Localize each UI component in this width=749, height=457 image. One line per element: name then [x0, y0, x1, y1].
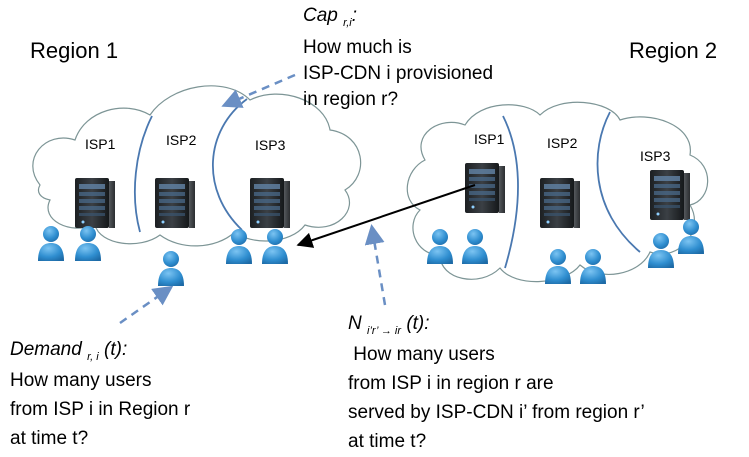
server-icon-r2-isp2 — [540, 178, 580, 228]
n-flow-symbol: N — [348, 313, 362, 334]
server-icon-r1-isp1 — [75, 178, 115, 228]
n-flow-annotation-line-1: How many users — [348, 344, 495, 365]
n-flow-subscript: i’r’ → ir — [367, 325, 402, 337]
demand-annotation-line-1: How many users — [10, 370, 152, 391]
user-icon-r1-isp1-b — [75, 226, 101, 261]
demand-annotation-title: Demand r, i (t): — [10, 338, 127, 369]
cap-annotation-title: Cap r,i: — [303, 4, 357, 35]
cap-symbol: Cap — [303, 5, 338, 26]
region-1-isp-divider-2 — [212, 98, 248, 231]
redirect-arrow — [296, 184, 476, 248]
user-icon-r1-isp1-a — [38, 226, 64, 261]
server-icon-r2-isp1 — [465, 163, 505, 213]
n-flow-suffix: (t): — [406, 313, 430, 334]
demand-annotation-line-3: at time t? — [10, 428, 89, 449]
server-icon-r1-isp3 — [250, 178, 290, 228]
region-1-title: Region 1 — [30, 38, 119, 63]
demand-annotation-line-2: from ISP i in Region r — [10, 399, 191, 420]
cap-annotation-line-1: How much is — [303, 37, 412, 58]
cap-annotation-line-3: in region r? — [303, 89, 399, 110]
region-2-title: Region 2 — [629, 38, 718, 63]
cap-pointer-arrow — [221, 73, 296, 108]
r2-isp1-label: ISP1 — [474, 131, 505, 147]
r2-isp3-label: ISP3 — [640, 148, 671, 164]
user-icon-r1-isp2 — [158, 251, 184, 286]
region-2-isp-divider-1 — [502, 115, 519, 269]
n-flow-pointer-arrow — [364, 224, 387, 306]
r1-isp1-label: ISP1 — [85, 136, 116, 152]
demand-pointer-arrow — [119, 285, 174, 325]
r1-isp3-label: ISP3 — [255, 137, 286, 153]
server-icon-r1-isp2 — [155, 178, 195, 228]
server-icon-r2-isp3 — [650, 170, 690, 220]
n-flow-annotation-line-4: at time t? — [348, 431, 427, 452]
cap-subscript: r,i — [343, 17, 352, 29]
demand-suffix: (t): — [104, 339, 128, 360]
n-flow-annotation-title: N i’r’ → ir (t): — [348, 312, 430, 343]
n-flow-annotation-line-2: from ISP i in region r are — [348, 373, 554, 394]
r2-isp2-label: ISP2 — [547, 135, 578, 151]
demand-subscript: r, i — [87, 351, 99, 363]
demand-symbol: Demand — [10, 339, 82, 360]
region-1-isp-divider-1 — [133, 115, 153, 233]
n-flow-annotation-line-3: served by ISP-CDN i’ from region r’ — [348, 402, 645, 423]
r1-isp2-label: ISP2 — [166, 132, 197, 148]
cap-annotation-line-2: ISP-CDN i provisioned — [303, 63, 494, 84]
region-2-isp-divider-2 — [596, 111, 641, 253]
cap-suffix: : — [351, 5, 357, 26]
